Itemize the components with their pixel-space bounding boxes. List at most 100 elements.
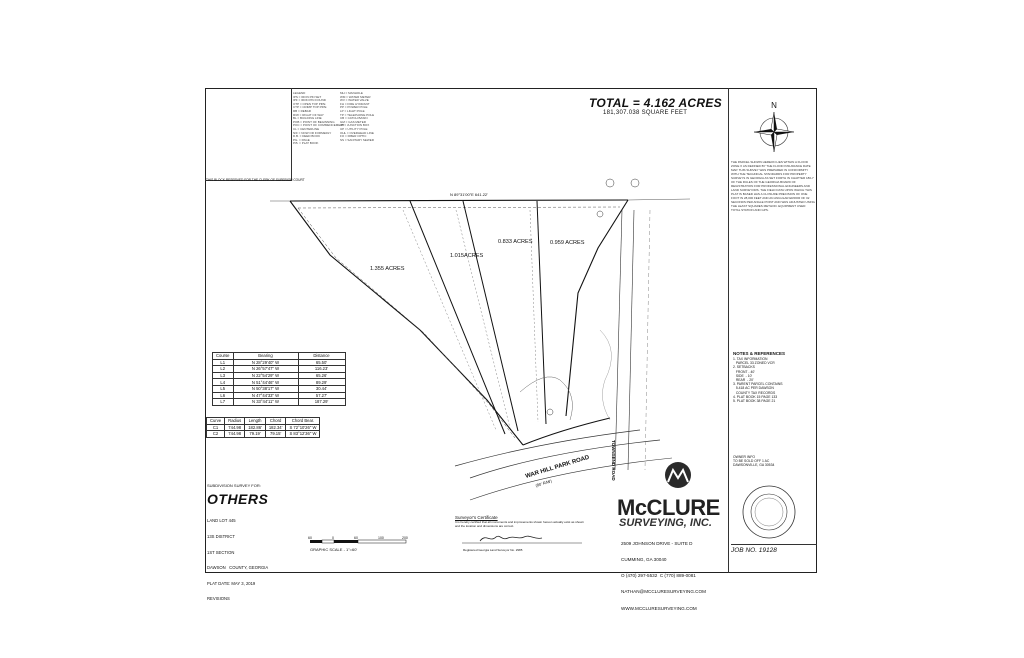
curve-table-header: Radius [224,417,246,425]
notes-title: NOTES & REFERENCES [733,351,786,356]
cell: 744.98 [224,430,246,438]
curve-table-header: Chord [264,417,287,425]
cell: 65.50' [297,358,346,367]
tract-label-1: 1.355 ACRES [370,266,405,272]
cell: N 47°44'33" W [232,391,299,400]
cell: N 33°44'11" W [232,398,299,406]
cell: 116.23' [297,365,346,373]
cell: S 72°10'26" W [285,423,321,432]
clerk-reserved-block: THIS BLOCK RESERVED FOR THE CLERK OF SUP… [206,178,305,182]
cell: 187.29' [297,398,346,406]
scale-tick: 60 [308,536,312,540]
subdivision-line: DAWSON COUNTY, GEORGIA [207,565,269,571]
scale-tick: 0 [332,536,334,540]
address-line: 2509 JOHNSON DRIVE - SUITE D [621,540,693,546]
certificate-title: Surveyor's Certificate [455,515,498,520]
curve-table-header: Chord Bear. [285,417,321,425]
square-feet: 181,307.038 SQUARE FEET [603,110,688,116]
cell: S 83°12'36" W [285,430,321,438]
total-acres: TOTAL = 4.162 ACRES [589,96,722,110]
graphic-scale: 60 0 60 100 200 [308,536,408,544]
cell: N 22°54'29" W [232,371,299,380]
registration-number: Registered Georgia Land Surveyor No. 298… [463,548,523,552]
address-line: WWW.MCCLURESURVEYING.COM [621,605,697,611]
cell: 89.29' [297,378,346,386]
owner-info: OWNER INFO TO BE SOLD OFF 1 AC DAWSONVIL… [733,455,775,467]
scale-tick: 60 [354,536,358,540]
cell: N 51°44'46" W [232,378,299,386]
company-tagline: SURVEYING, INC. [619,517,712,529]
north-line-bearing: N 89°31'00"E 641.22' [450,192,488,197]
address-line: CUMMING, GA 30040 [621,557,667,563]
cell: 182.34' [264,423,287,432]
subdivision-owner: OTHERS [207,491,269,507]
plat-sheet [205,88,817,573]
subdivision-line: 13S DISTRICT [207,534,235,540]
legend-text-col2: MH = MANHOLE WM = WATER METER WV = WATER… [340,91,375,142]
subdivision-line: LAND LOT 445 [207,518,236,524]
north-arrow-icon: N [753,101,795,153]
cell: N 50°38'17" W [232,384,299,393]
cell: C2 [205,430,226,438]
cell: 79.19' [244,430,266,438]
tract-label-2: 1.015ACRES [450,253,484,259]
address-line: O (470) 297-5532 C (770) 889-0081 [621,573,696,579]
mcclure-logo-icon [665,462,691,488]
cell: L3 [212,371,234,380]
company-name: McCLURE [617,495,720,520]
tract-label-3: 0.833 ACRES [498,239,533,245]
scale-tick: 200 [402,536,408,540]
curve-table-header: Length [244,417,266,425]
cell: L7 [212,398,234,406]
surveyor-seal [742,485,796,539]
cell: L4 [212,378,234,386]
cell: 744.98 [224,423,246,432]
subdivision-line: REVISIONS [207,596,230,602]
war-hill-rw-label: (80' R/W) [535,478,553,488]
scale-label: GRAPHIC SCALE - 1"=60' [310,547,358,552]
townsend-road-label: TOWNSEND ROAD [611,440,616,481]
subdivision-line: 1ST SECTION [207,549,235,555]
cell: L2 [212,365,234,373]
cell: 57.27' [297,391,346,400]
surveyor-signature [462,535,582,544]
line-table-header: Course [212,352,234,360]
svg-text:N: N [771,101,777,110]
title-block-divider [728,88,729,573]
legend-box: LEGEND IPS = IRON PIN SET IPF = IRON PIN… [205,88,344,181]
cell: 30.44' [297,384,346,393]
cell: L1 [212,358,234,367]
cell: N 28°29'40" W [232,358,299,367]
scale-tick: 100 [378,536,384,540]
line-table-header: Distance [297,352,346,360]
curve-table-header: Curve [205,417,226,425]
address-line: NATHAN@MCCLURESURVEYING.COM [621,589,706,595]
legend-text-col1: LEGEND IPS = IRON PIN SET IPF = IRON PIN… [293,91,345,146]
job-number: JOB NO. 19128 [731,544,817,554]
notes-list: 1. TAX INFORMATION PARCEL 33 ZONED VCR 2… [733,357,783,404]
cell: 65.26' [297,371,346,380]
cell: C1 [205,423,226,432]
curve-table: Curve Radius Length Chord Chord Bear. C1… [205,417,321,438]
cell: 182.86' [244,423,266,432]
company-address: 2509 JOHNSON DRIVE - SUITE D CUMMING, GA… [621,530,706,617]
cell: L6 [212,391,234,400]
certificate-text: It is hereby certified that all monument… [455,520,584,528]
subdivision-title: SUBDIVISION SURVEY FOR: [207,483,261,488]
subdivision-line: PLAT DATE: MAY 3, 2019 [207,580,256,586]
line-table-header: Bearing [232,352,299,360]
cell: L5 [212,384,234,393]
tract-label-4: 0.959 ACRES [550,240,585,246]
war-hill-road-label: WAR HILL PARK ROAD [525,455,591,480]
